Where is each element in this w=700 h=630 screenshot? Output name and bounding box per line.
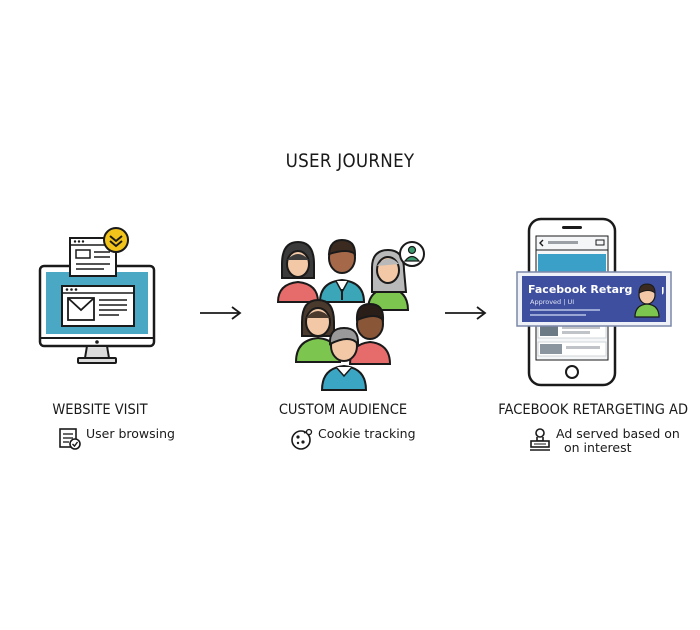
stage-detail-facebook-ad: Ad served based on on interest	[528, 427, 680, 455]
stamp-icon	[530, 428, 550, 451]
website-visit-illustration	[38, 227, 156, 364]
stage-detail-text: on interest	[564, 440, 632, 455]
stage-label-facebook-ad: FACEBOOK RETARGETING AD	[498, 402, 689, 418]
document-check-icon	[59, 428, 81, 450]
person-icon	[348, 302, 392, 365]
ad-subline: Approved | UI	[530, 298, 574, 306]
person-icon	[320, 326, 368, 391]
ad-headline: Facebook Retargeting	[528, 283, 665, 296]
person-icon	[294, 298, 342, 363]
cookie-icon	[291, 428, 313, 450]
custom-audience-illustration	[276, 238, 425, 391]
arrow-right-icon	[200, 306, 242, 320]
user-badge-icon	[399, 241, 425, 267]
stage-label-website-visit: WEBSITE VISIT	[52, 402, 148, 418]
stage-detail-text: User browsing	[86, 426, 175, 441]
person-icon	[318, 238, 366, 303]
stage-detail-website-visit: User browsing	[58, 427, 175, 451]
arrow-right-icon	[445, 306, 487, 320]
stage-detail-custom-audience: Cookie tracking	[290, 427, 416, 451]
person-icon	[366, 248, 410, 311]
check-badge-icon	[103, 227, 129, 253]
page-title: USER JOURNEY	[285, 150, 415, 172]
ad-person-icon	[632, 280, 662, 318]
stage-label-custom-audience: CUSTOM AUDIENCE	[278, 402, 408, 418]
person-icon	[276, 240, 320, 303]
stage-detail-text: Cookie tracking	[318, 426, 416, 441]
browser-window-icon	[61, 285, 135, 327]
stage-detail-text: Ad served based on	[556, 426, 680, 441]
retargeting-ad-banner: Facebook Retargeting Approved | UI	[516, 271, 672, 327]
